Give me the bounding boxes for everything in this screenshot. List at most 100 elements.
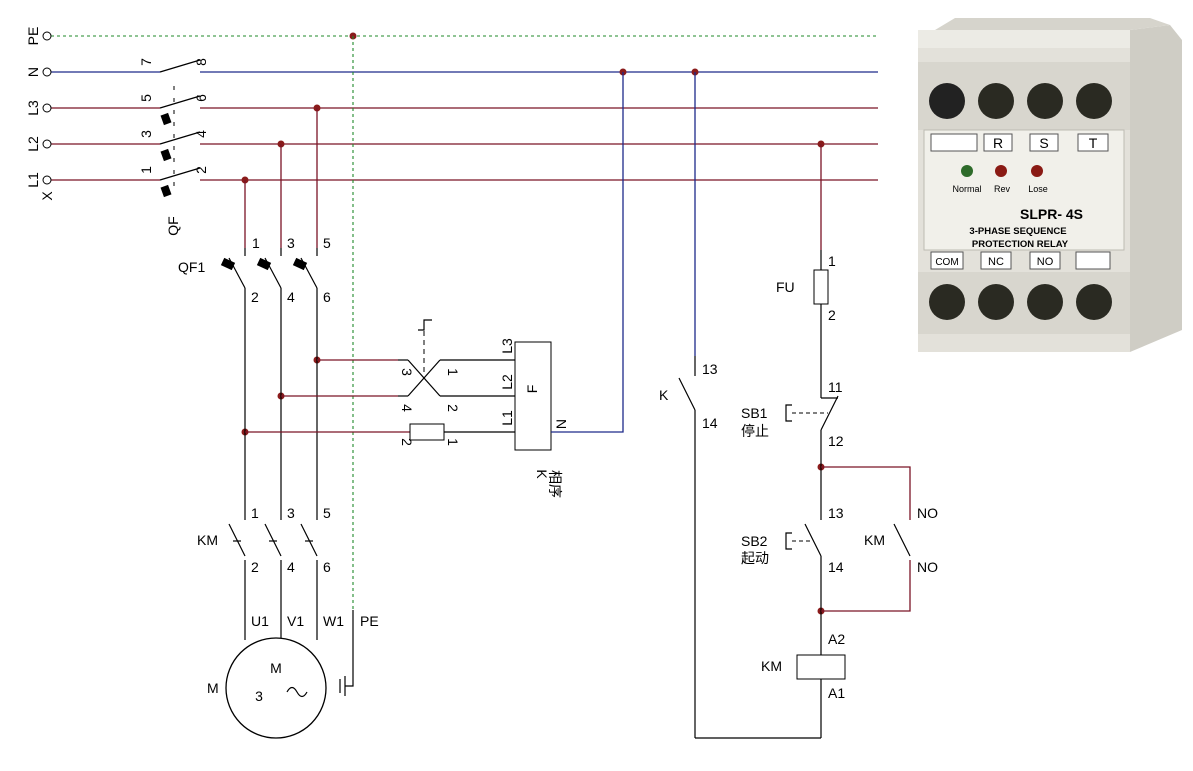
- relay-line2: PROTECTION RELAY: [972, 239, 1069, 250]
- km-term-2: 2: [251, 559, 259, 575]
- relay-s-label: S: [1039, 135, 1048, 151]
- qf1-term-5: 5: [323, 235, 331, 251]
- normal-led-icon: [961, 165, 973, 177]
- km-aux-top-wire: [821, 466, 911, 520]
- relay-photo: R S T Normal Rev Lose SLPR- 4S 3-PHASE S…: [918, 18, 1182, 352]
- motor-u1: U1: [251, 613, 269, 629]
- km-coil: [796, 654, 846, 680]
- qf1-label: QF1: [178, 259, 205, 275]
- km-term-1: 1: [251, 505, 259, 521]
- fu-fuse: [813, 269, 829, 305]
- control-circuit: K 13 14 FU 1 2 SB1 停止 11 12 SB2 起动 13 14: [659, 72, 938, 739]
- rev-led-icon: [995, 165, 1007, 177]
- ac-tilde-icon: [286, 686, 308, 698]
- rev-led-label: Rev: [994, 184, 1011, 194]
- coil-term-a2: A2: [828, 631, 845, 647]
- sb2-term-14: 14: [828, 559, 844, 575]
- sb2-label: SB2: [741, 533, 768, 549]
- x-label: X: [39, 191, 55, 201]
- motor-inner-m: M: [270, 660, 282, 676]
- relay-neutral-wire: [551, 72, 624, 433]
- k-term-14: 14: [702, 415, 718, 431]
- relay-no-label: NO: [1037, 256, 1054, 268]
- qf1-term-6: 6: [323, 289, 331, 305]
- qf-blade-l3: [159, 95, 201, 109]
- relay-com-label: COM: [935, 257, 958, 268]
- lose-led-label: Lose: [1028, 184, 1048, 194]
- qf-term-1: 1: [138, 166, 154, 174]
- screw-terminal: [978, 83, 1014, 119]
- sb1-term-12: 12: [828, 433, 844, 449]
- motor-pe: PE: [360, 613, 379, 629]
- motor-label: M: [207, 680, 219, 696]
- sb1-pushbutton-icon: [785, 404, 792, 422]
- fu-term-1: 1: [828, 253, 836, 269]
- relay-model-label: SLPR- 4S: [1020, 206, 1083, 222]
- l2-label: L2: [25, 136, 41, 152]
- k-term-13: 13: [702, 361, 718, 377]
- sb1-term-11: 11: [828, 379, 843, 395]
- motor-inner-3: 3: [255, 688, 263, 704]
- motor: M 3 M U1 V1 W1 PE: [207, 610, 379, 739]
- km-aux-blade: [893, 523, 911, 557]
- k-label: K: [659, 387, 669, 403]
- km-term-5: 5: [323, 505, 331, 521]
- l3-label: L3: [25, 100, 41, 116]
- qf1-pole-mark: [292, 257, 308, 271]
- cross-term-2: 2: [445, 404, 461, 412]
- motor-w1: W1: [323, 613, 344, 629]
- qf-pole-mark: [160, 184, 172, 198]
- km-blade: [300, 523, 318, 557]
- qf1-pole-mark: [256, 257, 272, 271]
- km-aux-label: KM: [864, 532, 885, 548]
- qf1-term-4: 4: [287, 289, 295, 305]
- screw-terminal: [929, 83, 965, 119]
- coil-term-a1: A1: [828, 685, 845, 701]
- qf-pole-mark: [160, 148, 172, 162]
- km-aux-no-top: NO: [917, 505, 938, 521]
- qf-term-5: 5: [138, 94, 154, 102]
- km-blade: [228, 523, 246, 557]
- cross-term-1: 1: [445, 368, 461, 376]
- screw-terminal: [929, 284, 965, 320]
- sb1-label: SB1: [741, 405, 768, 421]
- switch-actuator: [418, 319, 432, 331]
- km-coil-label: KM: [761, 658, 782, 674]
- fuse-term-2: 2: [399, 438, 415, 446]
- relay-tag-com: [930, 251, 964, 270]
- l2-terminal: [42, 139, 52, 149]
- sb2-pushbutton-icon: [785, 532, 792, 550]
- km-term-4: 4: [287, 559, 295, 575]
- qf-term-3: 3: [138, 130, 154, 138]
- relay-tag-blank: [1075, 251, 1111, 270]
- lose-led-icon: [1031, 165, 1043, 177]
- l1-label: L1: [25, 172, 41, 188]
- relay-r-label: R: [993, 135, 1003, 151]
- km-term-3: 3: [287, 505, 295, 521]
- relay-l2-label: L2: [499, 374, 515, 390]
- relay-tag-no: [1029, 251, 1061, 270]
- relay-l1-label: L1: [499, 410, 515, 426]
- l1-terminal: [42, 175, 52, 185]
- qf-blade-l1: [159, 167, 201, 181]
- relay-t-label: T: [1089, 135, 1098, 151]
- km-blade: [264, 523, 282, 557]
- qf1-pole-mark: [220, 257, 236, 271]
- relay-top-face: [935, 18, 1170, 30]
- screw-terminal: [1027, 284, 1063, 320]
- qf1-term-2: 2: [251, 289, 259, 305]
- qf-term-6: 6: [193, 94, 209, 102]
- screw-terminal: [1076, 284, 1112, 320]
- km-term-6: 6: [323, 559, 331, 575]
- qf1-breaker: QF1 1 3 5 2 4 6: [178, 235, 331, 305]
- pe-terminal: [42, 31, 52, 41]
- relay-phase-label: 相序: [547, 470, 563, 498]
- l3-terminal: [42, 103, 52, 113]
- sb2-blade: [804, 523, 822, 557]
- qf1-term-3: 3: [287, 235, 295, 251]
- relay-box: [514, 341, 552, 451]
- qf-label: QF: [165, 216, 181, 235]
- qf1-term-1: 1: [252, 235, 260, 251]
